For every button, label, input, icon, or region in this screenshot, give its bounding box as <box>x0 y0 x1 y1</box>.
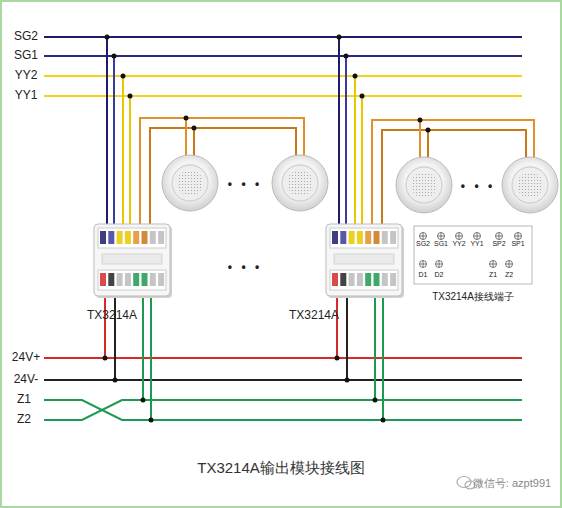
terminal <box>133 231 139 244</box>
terminal-symbol <box>456 233 463 240</box>
ellipsis-mark: • • • <box>228 261 262 274</box>
output-module: TX3214A <box>94 224 170 324</box>
terminal-inset <box>414 226 532 284</box>
terminal-symbol <box>420 261 427 268</box>
terminal-row <box>330 228 398 248</box>
terminal <box>108 231 114 244</box>
terminal <box>357 231 363 244</box>
terminal <box>108 273 114 286</box>
terminal-symbol <box>506 261 513 268</box>
terminal-symbol <box>490 261 497 268</box>
terminal <box>390 231 396 244</box>
module-body <box>326 224 402 296</box>
module-shadow <box>96 226 172 298</box>
terminal-label: Z1 <box>489 271 497 279</box>
terminal <box>382 273 388 286</box>
terminal <box>150 231 156 244</box>
terminal <box>365 231 371 244</box>
signal-name: 24V- <box>14 373 39 386</box>
terminal <box>374 231 380 244</box>
terminal <box>158 273 164 286</box>
signal-name: YY2 <box>15 69 38 82</box>
terminal-symbol <box>459 233 460 240</box>
terminal <box>349 231 355 244</box>
terminal-label: YY2 <box>452 240 465 248</box>
module-body <box>94 224 170 296</box>
terminal <box>117 273 123 286</box>
terminal-label: SP2 <box>492 240 505 248</box>
module-label: TX3214A <box>87 309 137 322</box>
terminal <box>365 273 371 286</box>
terminal-symbol <box>477 233 478 240</box>
terminal <box>142 273 148 286</box>
signal-name: Z1 <box>17 393 31 406</box>
terminal-label: D2 <box>435 271 444 279</box>
terminal-symbol <box>420 233 427 240</box>
terminal-label: SP1 <box>511 240 524 248</box>
module-illustration <box>94 224 404 298</box>
terminal-symbol <box>441 233 442 240</box>
terminal-symbol <box>493 261 494 268</box>
terminal <box>340 273 346 286</box>
terminal <box>125 231 131 244</box>
terminal <box>158 231 164 244</box>
terminal <box>150 273 156 286</box>
terminal-symbol <box>509 261 510 268</box>
terminal-row <box>330 270 398 290</box>
terminal <box>349 273 355 286</box>
terminal <box>382 231 388 244</box>
terminal <box>390 273 396 286</box>
terminal-symbol <box>474 233 481 240</box>
terminal-row <box>98 270 166 290</box>
terminal <box>125 273 131 286</box>
terminal-inset-box: SG2 SG1 YY2 YY1 SP2 SP1D1 D2 Z1 Z2TX3214A接线端子 <box>414 226 532 306</box>
speaker-symbol <box>162 155 558 213</box>
module-label: TX3214A <box>289 309 339 322</box>
module-panel <box>102 254 162 264</box>
terminal-row <box>98 228 166 248</box>
ellipsis-mark: • • • <box>228 178 262 191</box>
signal-name: 24V+ <box>12 351 40 364</box>
signal-name: Z2 <box>17 413 31 426</box>
module-shadow <box>328 226 404 298</box>
terminal-symbol <box>499 233 500 240</box>
terminal-label: YY1 <box>470 240 483 248</box>
terminal <box>100 273 106 286</box>
terminal-symbol <box>423 261 424 268</box>
signal-name: SG2 <box>14 30 38 43</box>
output-module: TX3214A <box>326 224 402 324</box>
signal-name: YY1 <box>15 89 38 102</box>
terminal-symbol <box>518 233 519 240</box>
terminal-symbol <box>438 233 445 240</box>
terminal-symbol <box>496 233 503 240</box>
terminal <box>332 231 338 244</box>
terminal-label: SG1 <box>434 240 448 248</box>
terminal <box>142 231 148 244</box>
terminal <box>133 273 139 286</box>
terminal-label: Z2 <box>505 271 513 279</box>
terminal-symbol <box>515 233 522 240</box>
terminal <box>340 231 346 244</box>
diagram-caption: TX3214A输出模块接线图 <box>197 460 365 477</box>
terminal-label: D1 <box>419 271 428 279</box>
terminal-symbol <box>423 233 424 240</box>
signal-name: SG1 <box>14 49 38 62</box>
terminal <box>100 231 106 244</box>
terminal <box>117 231 123 244</box>
ellipsis-mark: • • • <box>461 180 495 193</box>
terminal-symbol <box>439 261 440 268</box>
terminal <box>332 273 338 286</box>
terminal <box>357 273 363 286</box>
terminal-label: SG2 <box>416 240 430 248</box>
terminal <box>374 273 380 286</box>
watermark: 微信号: azpt991 <box>473 477 551 489</box>
terminal-symbol <box>436 261 443 268</box>
terminal-label: TX3214A接线端子 <box>432 291 514 302</box>
module-panel <box>334 254 394 264</box>
